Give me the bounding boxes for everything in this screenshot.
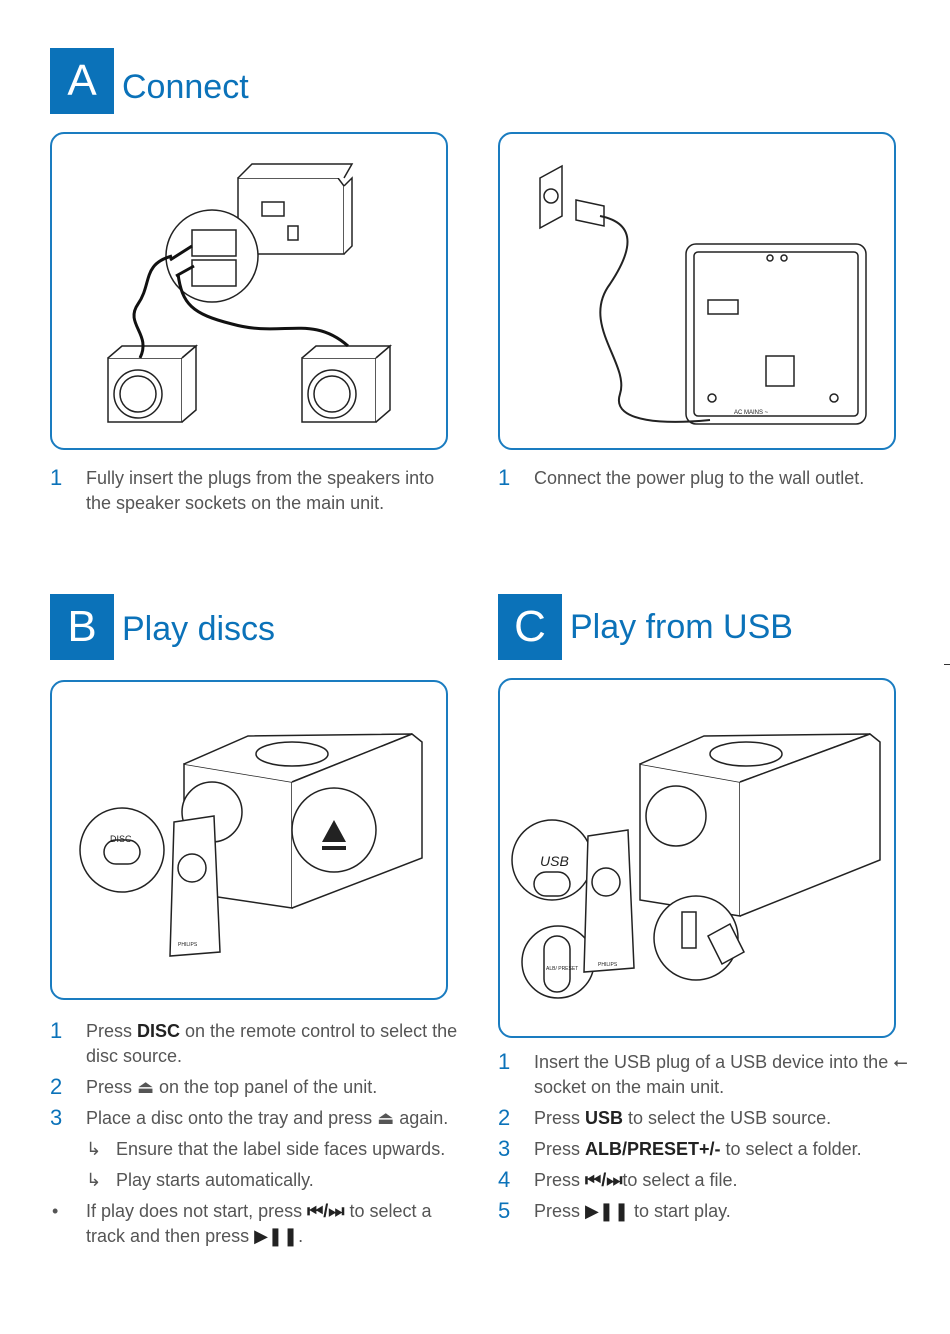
step-text: again. (394, 1108, 449, 1128)
step-1: 1 Press DISC on the remote control to sel… (50, 1018, 470, 1069)
section-a-title: Connect (122, 68, 249, 106)
bullet-icon: • (52, 1201, 59, 1221)
section-b-letter: B (50, 594, 114, 660)
usb-icon: ⭠ (893, 1052, 908, 1072)
step-5: 5 Press ▶❚❚ to start play. (498, 1198, 918, 1224)
connect-speakers-step: 1 Fully insert the plugs from the speaker… (50, 465, 450, 522)
play-usb-illustration: USB ALB/ PRESET PHILIPS (498, 678, 896, 1038)
step-number: 4 (498, 1167, 511, 1192)
step-number: 3 (498, 1136, 511, 1161)
step-1: 1 Insert the USB plug of a USB device int… (498, 1049, 918, 1100)
step-text: Press (534, 1139, 586, 1159)
step-number: 1 (498, 465, 511, 490)
step-number: 5 (498, 1198, 511, 1223)
section-a-letter: A (50, 48, 114, 114)
step-text: to select a folder. (720, 1139, 862, 1159)
step-text: Press (86, 1077, 138, 1097)
page-edge-mark (944, 664, 950, 665)
play-pause-icon: ▶❚❚ (254, 1226, 299, 1246)
connect-power-step: 1 Connect the power plug to the wall outl… (498, 465, 898, 497)
step-number: 3 (50, 1105, 63, 1130)
step-4: 4 Press ⏮/⏭to select a file. (498, 1167, 918, 1193)
power-connection-drawing: AC MAINS ~ (539, 164, 867, 425)
speaker-connection-illustration (50, 132, 448, 450)
step-text: Connect the power plug to the wall outle… (534, 468, 865, 488)
remote-brand-label: PHILIPS (178, 942, 198, 948)
result-2: ↳ Play starts automatically. (86, 1168, 470, 1193)
step-text: Insert the USB plug of a USB device into… (534, 1052, 894, 1072)
step-text: Press (534, 1201, 586, 1221)
result-arrow-icon: ↳ (86, 1139, 102, 1159)
result-arrow-icon: ↳ (86, 1170, 102, 1190)
button-name: DISC (137, 1021, 181, 1041)
note-text: to select a track and then press (86, 1201, 432, 1246)
skip-icon: ⏮/⏭ (585, 1170, 623, 1190)
step-number: 1 (498, 1049, 511, 1074)
result-text: Ensure that the label side faces upwards… (116, 1139, 446, 1159)
step-text: Press (86, 1021, 138, 1041)
section-c-title: Play from USB (570, 608, 793, 646)
section-c-letter: C (498, 594, 562, 660)
step-text: Fully insert the plugs from the speakers… (86, 468, 435, 513)
section-b-title: Play discs (122, 610, 276, 648)
step-number: 2 (50, 1074, 63, 1099)
step-text: Press (534, 1108, 586, 1128)
skip-icon: ⏮/⏭ (307, 1201, 345, 1221)
eject-icon: ⏏ (137, 1077, 155, 1097)
step-text: Press (534, 1170, 586, 1190)
speaker-connection-drawing (107, 163, 393, 423)
step-text: to start play. (629, 1201, 731, 1221)
play-usb-drawing: USB ALB/ PRESET PHILIPS (511, 733, 881, 999)
play-disc-drawing: DISC PHILIPS (79, 733, 423, 957)
step-2: 2 Press USB to select the USB source. (498, 1105, 918, 1131)
step-text: on the remote control to select the disc… (86, 1021, 458, 1066)
alb-preset-label: ALB/ PRESET (546, 966, 578, 972)
disc-label: DISC (110, 834, 132, 844)
step-text: Place a disc onto the tray and press (86, 1108, 378, 1128)
eject-icon: ⏏ (377, 1108, 395, 1128)
play-disc-illustration: DISC PHILIPS (50, 680, 448, 1000)
usb-label: USB (540, 853, 569, 869)
result-1: ↳ Ensure that the label side faces upward… (86, 1137, 470, 1162)
step-text: on the top panel of the unit. (154, 1077, 378, 1097)
bullet-note: • If play does not start, press ⏮/⏭ to se… (50, 1199, 470, 1249)
step-text: socket on the main unit. (534, 1077, 725, 1097)
remote-brand-label: PHILIPS (598, 962, 618, 968)
play-pause-icon: ▶❚❚ (585, 1201, 630, 1221)
step-2: 2 Press ⏏ on the top panel of the unit. (50, 1074, 470, 1100)
step-number: 1 (50, 465, 63, 490)
note-text: . (298, 1226, 304, 1246)
step-number: 2 (498, 1105, 511, 1130)
result-text: Play starts automatically. (116, 1170, 314, 1190)
button-name: ALB/PRESET+/- (585, 1139, 721, 1159)
play-usb-steps: 1 Insert the USB plug of a USB device int… (498, 1049, 918, 1230)
step-text: to select a file. (622, 1170, 738, 1190)
step-3: 3 Press ALB/PRESET+/- to select a folder. (498, 1136, 918, 1162)
note-text: If play does not start, press (86, 1201, 308, 1221)
power-connection-illustration: AC MAINS ~ (498, 132, 896, 450)
ac-mains-label: AC MAINS ~ (734, 410, 769, 416)
step-number: 1 (50, 1018, 63, 1043)
step-text: to select the USB source. (623, 1108, 832, 1128)
button-name: USB (585, 1108, 624, 1128)
